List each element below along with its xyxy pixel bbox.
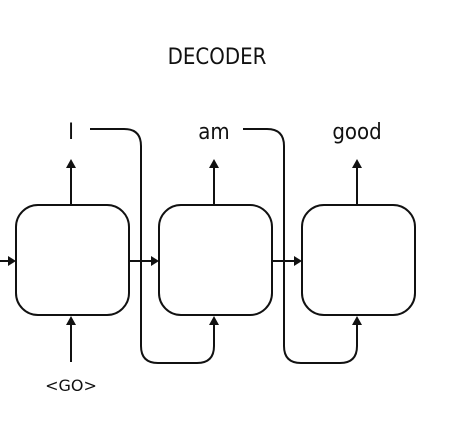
feedback-connector-2 (243, 128, 362, 364)
diagram-title: DECODER (168, 45, 267, 70)
hidden-state-arrow-1-2 (129, 256, 159, 266)
go-token-label: <GO> (45, 376, 97, 395)
output-word-2: am (198, 120, 229, 145)
output-arrow-1 (66, 159, 76, 205)
output-arrow-2 (209, 159, 219, 205)
output-word-1: I (68, 120, 74, 145)
decoder-cell-1 (15, 204, 130, 316)
decoder-cell-3 (301, 204, 416, 316)
output-word-3: good (332, 120, 381, 145)
output-arrow-3 (352, 159, 362, 205)
incoming-state-arrow (0, 256, 16, 266)
go-input-arrow (66, 316, 76, 362)
hidden-state-arrow-2-3 (272, 256, 302, 266)
feedback-connector-1 (90, 128, 219, 364)
decoder-cell-2 (158, 204, 273, 316)
